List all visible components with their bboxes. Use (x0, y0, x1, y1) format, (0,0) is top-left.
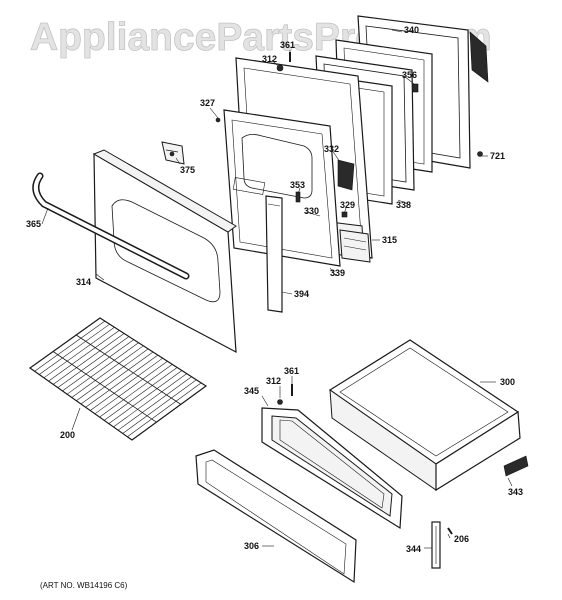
part-345-drawer-inner (261, 407, 403, 530)
rack-wire (80, 351, 154, 405)
part-330-inner-door (223, 109, 341, 267)
callout-361-top: 361 (280, 40, 295, 50)
part-312-screw-drawer (277, 399, 283, 405)
rack-wire (34, 320, 105, 372)
part-306-drawer-front (195, 449, 357, 584)
callout-315: 315 (382, 235, 397, 245)
rack-wire (85, 354, 158, 408)
part-315-hinge (339, 229, 371, 263)
rack-wire (113, 373, 187, 428)
part-721-screw (477, 151, 483, 157)
rack-wire (66, 342, 139, 395)
rack-wire (43, 327, 115, 379)
rack-wire (71, 345, 144, 398)
part-200-rack (28, 317, 208, 441)
rack-wire (53, 333, 125, 385)
callout-332: 332 (324, 144, 339, 154)
callout-343: 343 (508, 487, 523, 497)
part-353-screw (295, 191, 301, 203)
rack-wire (122, 379, 197, 434)
callout-200: 200 (60, 430, 75, 440)
part-344-rail (431, 521, 441, 569)
part-394-bar (265, 195, 283, 313)
callout-345: 345 (244, 386, 259, 396)
rack-wire (108, 370, 183, 424)
rack-wire (99, 364, 173, 418)
callout-306: 306 (244, 541, 259, 551)
callout-labels: 340 361 312 356 327 375 332 721 353 330 … (26, 25, 523, 554)
rack-crossbar (75, 334, 182, 405)
callout-375: 375 (180, 165, 195, 175)
part-206-screw (447, 527, 453, 535)
rack-wire (48, 330, 120, 382)
part-312-screw-top (276, 64, 284, 72)
callout-356: 356 (402, 70, 417, 80)
callout-365: 365 (26, 219, 41, 229)
callout-206: 206 (454, 534, 469, 544)
part-327-screw (215, 117, 221, 123)
rack-wire (62, 339, 134, 392)
part-343-clip (503, 455, 529, 477)
callout-338: 338 (396, 200, 411, 210)
callout-327: 327 (200, 98, 215, 108)
part-365-handle (32, 172, 190, 280)
callout-394: 394 (294, 289, 309, 299)
callout-312-top: 312 (262, 54, 277, 64)
callout-353: 353 (290, 180, 305, 190)
callout-361-drawer: 361 (284, 366, 299, 376)
part-375-hinge (161, 141, 185, 165)
part-300-drawer (328, 339, 521, 492)
callout-339: 339 (330, 268, 345, 278)
callout-721: 721 (490, 151, 505, 161)
rack-wire (76, 348, 149, 401)
rack-crossbar (52, 351, 157, 423)
rack-wire (90, 357, 163, 411)
callout-340: 340 (404, 25, 419, 35)
callout-344: 344 (406, 544, 421, 554)
callout-314: 314 (76, 277, 91, 287)
rack-wire (127, 382, 202, 437)
part-314-outer-door (92, 149, 237, 354)
callout-300: 300 (500, 377, 515, 387)
callout-312-drawer: 312 (266, 376, 281, 386)
art-number: (ART NO. WB14196 C6) (40, 581, 128, 590)
rack-wire (104, 367, 178, 421)
leader-lines (41, 29, 513, 549)
rack-wire (117, 376, 192, 431)
rack-wire (94, 361, 168, 415)
part-332-bracket (337, 159, 355, 191)
callout-330: 330 (304, 206, 319, 216)
rack-wire (39, 323, 110, 375)
rack-wire (57, 336, 130, 388)
callout-329: 329 (340, 200, 355, 210)
